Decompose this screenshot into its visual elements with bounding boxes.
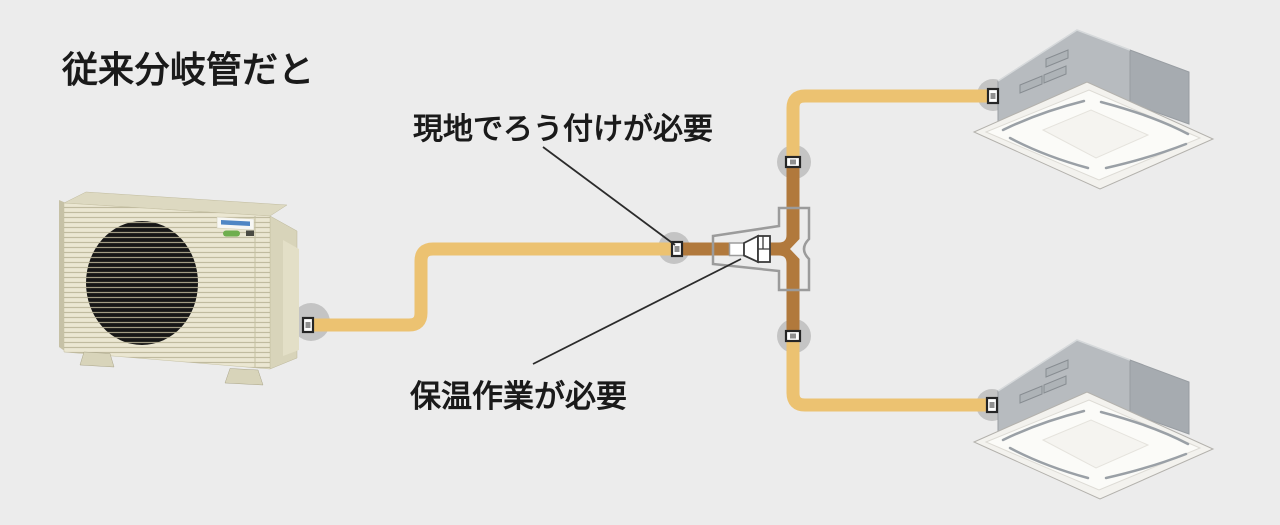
unit-foot-right <box>224 368 264 386</box>
flare-connector-icon <box>670 240 684 258</box>
branch-fillet-bottom <box>779 255 787 263</box>
leader-line-insulation <box>532 258 742 365</box>
flare-connector-icon <box>784 329 802 343</box>
label-brazing: 現地でろう付けが必要 <box>413 112 713 146</box>
pipe-outdoor-to-branch <box>311 242 674 332</box>
pipe-branch-to-indoor-top <box>786 89 993 162</box>
leader-line-brazing <box>542 146 676 246</box>
reducer-fitting <box>728 234 771 264</box>
flare-connector-icon <box>986 87 1000 105</box>
insulated-piping <box>311 89 993 412</box>
flare-connectors <box>301 87 1000 414</box>
outdoor-unit <box>59 191 299 386</box>
flare-connector-icon <box>301 316 315 334</box>
flare-connector-icon <box>985 396 999 414</box>
label-insulation: 保温作業が必要 <box>410 379 627 414</box>
flare-connector-icon <box>784 155 802 169</box>
branch-split-notch <box>790 239 800 259</box>
eco-badge <box>223 230 240 237</box>
daikin-logo <box>221 220 250 226</box>
diagram-title: 従来分岐管だと <box>61 49 314 90</box>
spec-chip <box>246 230 254 236</box>
reducer-neck <box>728 242 745 257</box>
insulation-cover-outline <box>711 206 811 292</box>
outdoor-unit-service-panel <box>283 240 299 356</box>
front-grille-lines <box>64 203 270 369</box>
pipe-branch-to-indoor-bottom <box>786 336 992 412</box>
reducer-body-lines <box>758 236 770 250</box>
branch-fillet-top <box>779 235 787 243</box>
unit-foot-left <box>79 351 115 368</box>
